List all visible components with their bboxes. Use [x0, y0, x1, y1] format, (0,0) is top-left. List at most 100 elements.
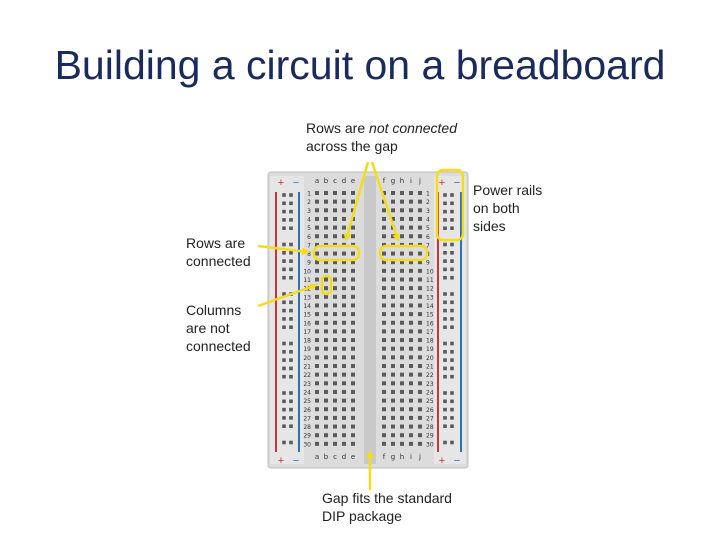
column-letter: d: [342, 453, 346, 461]
row-number-left: 11: [303, 277, 311, 284]
row-number-right: 7: [426, 242, 430, 249]
rail-hole: [282, 292, 286, 296]
rail-hole: [443, 292, 447, 296]
terminal-hole: [315, 441, 319, 446]
row-number-right: 13: [426, 294, 434, 301]
terminal-hole: [342, 364, 346, 368]
terminal-hole: [400, 277, 404, 282]
rail-hole: [450, 374, 454, 379]
right-top-plus: +: [439, 177, 445, 189]
terminal-hole: [333, 355, 337, 360]
terminal-hole: [418, 355, 422, 360]
terminal-hole: [418, 286, 422, 291]
terminal-hole: [418, 216, 422, 221]
terminal-hole: [382, 415, 386, 420]
label-dip-line2: DIP package: [322, 508, 402, 524]
terminal-hole: [391, 234, 395, 239]
terminal-hole: [324, 355, 328, 360]
terminal-hole: [409, 364, 413, 368]
rail-hole: [282, 317, 286, 321]
terminal-hole: [418, 372, 422, 377]
terminal-hole: [333, 260, 337, 265]
terminal-hole: [324, 191, 328, 195]
terminal-hole: [315, 338, 319, 343]
row-number-left: 21: [303, 364, 311, 371]
column-letter: e: [351, 453, 355, 461]
terminal-hole: [418, 225, 422, 230]
terminal-hole: [400, 355, 404, 360]
column-letter: b: [324, 177, 329, 185]
rail-hole: [289, 366, 293, 371]
highlight-power-rails: [435, 168, 465, 242]
terminal-hole: [333, 312, 337, 317]
terminal-hole: [351, 251, 355, 256]
label-gap-line2: across the gap: [306, 138, 398, 154]
rail-hole: [282, 209, 286, 214]
terminal-hole: [382, 251, 386, 256]
terminal-hole: [324, 398, 328, 403]
terminal-hole: [382, 225, 386, 230]
rail-hole: [282, 218, 286, 222]
arrow-gap-to-left-row: [343, 161, 370, 242]
terminal-hole: [333, 191, 337, 195]
terminal-hole: [400, 433, 404, 438]
terminal-hole: [391, 303, 395, 308]
terminal-hole: [351, 303, 355, 308]
terminal-hole: [382, 398, 386, 403]
terminal-hole: [315, 199, 319, 204]
row-number-left: 13: [303, 294, 311, 301]
rail-hole: [282, 275, 286, 280]
terminal-hole: [418, 424, 422, 429]
rail-hole: [282, 424, 286, 428]
terminal-hole: [333, 415, 337, 420]
terminal-hole: [382, 355, 386, 360]
column-letter: c: [333, 177, 337, 185]
rail-hole: [450, 416, 454, 420]
left-bottom-plus: +: [278, 455, 284, 467]
terminal-hole: [351, 364, 355, 368]
terminal-hole: [400, 216, 404, 221]
rail-hole: [443, 416, 447, 420]
terminal-hole: [351, 381, 355, 386]
terminal-hole: [418, 191, 422, 195]
terminal-hole: [400, 294, 404, 299]
terminal-hole: [409, 199, 413, 204]
rail-hole: [450, 341, 454, 346]
rail-hole: [443, 275, 447, 280]
terminal-hole: [324, 338, 328, 343]
terminal-hole: [382, 346, 386, 351]
terminal-hole: [324, 199, 328, 204]
rail-hole: [289, 300, 293, 305]
row-number-left: 15: [303, 312, 311, 319]
terminal-hole: [324, 364, 328, 368]
terminal-hole: [400, 251, 404, 256]
terminal-hole: [315, 346, 319, 351]
terminal-hole: [382, 303, 386, 308]
terminal-hole: [351, 286, 355, 291]
terminal-hole: [342, 424, 346, 429]
terminal-hole: [324, 389, 328, 394]
column-letter: d: [342, 177, 346, 185]
row-number-left: 5: [307, 225, 311, 232]
terminal-hole: [315, 372, 319, 377]
rail-hole: [450, 424, 454, 428]
terminal-hole: [342, 407, 346, 412]
column-letter: h: [400, 177, 404, 185]
terminal-hole: [409, 407, 413, 412]
slide-title: Building a circuit on a breadboard: [54, 42, 666, 88]
row-number-right: 5: [426, 225, 430, 232]
row-number-right: 23: [426, 381, 434, 388]
terminal-hole: [342, 268, 346, 273]
terminal-hole: [391, 346, 395, 351]
terminal-hole: [342, 303, 346, 308]
terminal-hole: [333, 225, 337, 230]
terminal-hole: [418, 277, 422, 282]
column-letter: f: [383, 453, 386, 461]
terminal-hole: [351, 415, 355, 420]
terminal-hole: [342, 389, 346, 394]
right-top-minus: −: [454, 177, 460, 189]
terminal-hole: [351, 199, 355, 204]
rail-hole: [443, 399, 447, 404]
terminal-hole: [315, 234, 319, 239]
terminal-hole: [382, 407, 386, 412]
